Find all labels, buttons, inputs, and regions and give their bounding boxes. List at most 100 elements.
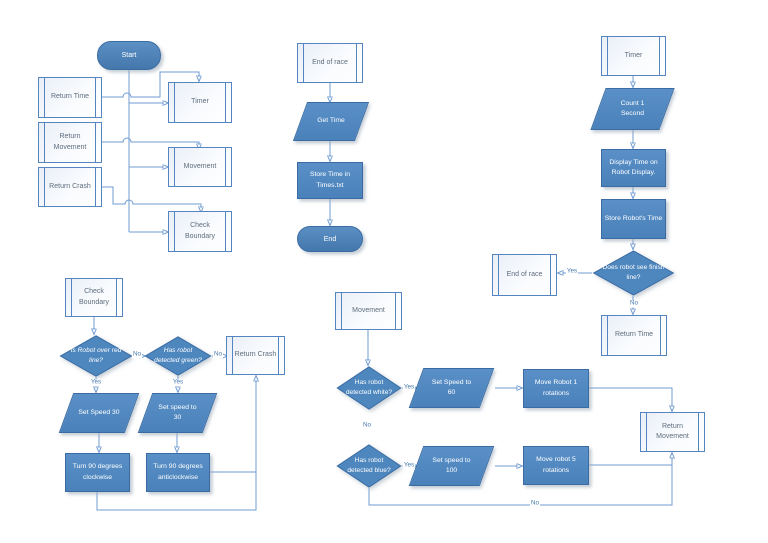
node-movement2-subprocess: Movement (335, 292, 402, 330)
subprocess-bar-icon (341, 293, 342, 329)
edge-label-yes: Yes (565, 267, 579, 276)
diamond-shape (144, 336, 212, 376)
node-turn-anticlockwise-process: Turn 90 degrees anticlockwise (146, 453, 210, 492)
node-label: Set Speed 30 (78, 408, 120, 416)
node-label: Is Robot over red line? (70, 347, 122, 364)
node-blue-decision: Has robot detected blue? (336, 444, 402, 488)
subprocess-bar-icon (44, 168, 45, 206)
node-return-time-subprocess: Return Time (38, 77, 102, 118)
subprocess-bar-icon (44, 123, 45, 162)
subprocess-bar-icon (646, 413, 647, 451)
node-check-boundary-subprocess: Check Boundary (168, 211, 232, 252)
node-timer-subprocess: Timer (168, 82, 232, 123)
diamond-shape (336, 444, 402, 488)
edge-label-yes: Yes (402, 383, 416, 392)
node-end-of-race-subprocess: End of race (297, 43, 363, 83)
diamond-shape (336, 366, 402, 410)
node-label: Return Time (614, 331, 654, 339)
subprocess-bar-icon (225, 212, 226, 251)
node-label: Return Movement (656, 422, 689, 440)
node-end-of-race2-subprocess: End of race (492, 254, 557, 296)
node-label: Set speed to 30 (158, 403, 197, 421)
subprocess-bar-icon (395, 293, 396, 329)
edge-label-no: No (628, 299, 640, 308)
node-label: End of race (506, 270, 543, 278)
node-label: Return Movement (53, 133, 87, 151)
node-label: Move robot 5 rotations (536, 456, 576, 474)
edge-label-no: No (131, 350, 143, 359)
subprocess-bar-icon (498, 255, 499, 295)
node-check-boundary2-subprocess: Check Boundary (65, 278, 123, 317)
node-display-time-process: Display Time on Robot Display. (601, 149, 666, 187)
node-label: Check Boundary (79, 288, 109, 306)
subprocess-bar-icon (278, 337, 279, 374)
node-move-robot-5-process: Move robot 5 rotations (523, 446, 589, 485)
subprocess-bar-icon (660, 316, 661, 355)
node-movement-subprocess: Movement (168, 147, 232, 187)
node-red-line-decision: Is Robot over red line? (59, 335, 133, 377)
node-return-movement2-subprocess: Return Movement (640, 412, 705, 452)
node-label: Set Speed to 60 (431, 378, 472, 396)
subprocess-bar-icon (659, 37, 660, 75)
node-label: End of race (312, 58, 348, 66)
node-label: Turn 90 degrees clockwise (72, 463, 123, 481)
node-return-crash-subprocess: Return Crash (38, 167, 102, 207)
node-label: Timer (624, 51, 643, 59)
node-count-second-io: Count 1 Second (590, 88, 675, 130)
subprocess-bar-icon (225, 148, 226, 186)
subprocess-bar-icon (174, 83, 175, 122)
node-finish-line-decision: Does robot see finish line? (592, 250, 675, 296)
node-move-robot-1-process: Move Robot 1 rotations (523, 369, 589, 408)
node-label: Get Time (317, 117, 345, 125)
edge-label-no: No (529, 499, 541, 508)
node-label: Set speed to 100 (432, 456, 471, 474)
node-label: Store Robot's Time (604, 214, 663, 222)
node-label: Has robot detected blue? (347, 457, 391, 474)
node-turn-clockwise-process: Turn 90 degrees clockwise (65, 453, 130, 492)
node-label: Movement (183, 162, 217, 170)
node-green-decision: Has robot detected green? (144, 336, 212, 376)
subprocess-bar-icon (71, 279, 72, 316)
diamond-shape (59, 335, 133, 377)
node-start-terminator: Start (97, 41, 161, 70)
edge-label-no: No (212, 350, 224, 359)
node-label: End (323, 235, 337, 243)
node-set-speed-100-io: Set speed to 100 (408, 446, 495, 486)
node-label: Return Crash (234, 351, 277, 359)
node-label: Start (121, 52, 137, 59)
subprocess-bar-icon (44, 78, 45, 117)
node-store-time-process: Store Time in Times.txt (297, 162, 363, 199)
node-timer2-subprocess: Timer (601, 36, 666, 76)
diamond-shape (592, 250, 675, 296)
node-label: Check Boundary (185, 222, 215, 240)
node-set-speed-60-io: Set Speed to 60 (408, 368, 495, 408)
subprocess-bar-icon (550, 255, 551, 295)
node-return-crash2-subprocess: Return Crash (226, 336, 285, 375)
node-label: Return Crash (49, 182, 91, 190)
node-store-robot-time-process: Store Robot's Time (601, 199, 666, 239)
subprocess-bar-icon (303, 44, 304, 82)
node-get-time-io: Get Time (292, 102, 370, 141)
node-label: Has robot detected green? (154, 347, 202, 364)
subprocess-bar-icon (607, 37, 608, 75)
edge-label-yes: Yes (89, 378, 103, 387)
subprocess-bar-icon (607, 316, 608, 355)
node-return-movement-subprocess: Return Movement (38, 122, 102, 163)
subprocess-bar-icon (698, 413, 699, 451)
node-label: Does robot see finish line? (602, 264, 665, 281)
subprocess-bar-icon (225, 83, 226, 122)
node-set-speed-to-30-io: Set speed to 30 (137, 393, 218, 433)
subprocess-bar-icon (95, 168, 96, 206)
subprocess-bar-icon (116, 279, 117, 316)
node-label: Store Time in Times.txt (309, 171, 351, 189)
node-label: Timer (191, 98, 209, 106)
node-label: Movement (352, 306, 385, 314)
subprocess-bar-icon (95, 78, 96, 117)
node-end-terminator: End (297, 226, 363, 252)
edge-label-no: No (361, 421, 373, 430)
subprocess-bar-icon (232, 337, 233, 374)
node-set-speed-30-io: Set Speed 30 (58, 393, 140, 433)
subprocess-bar-icon (356, 44, 357, 82)
